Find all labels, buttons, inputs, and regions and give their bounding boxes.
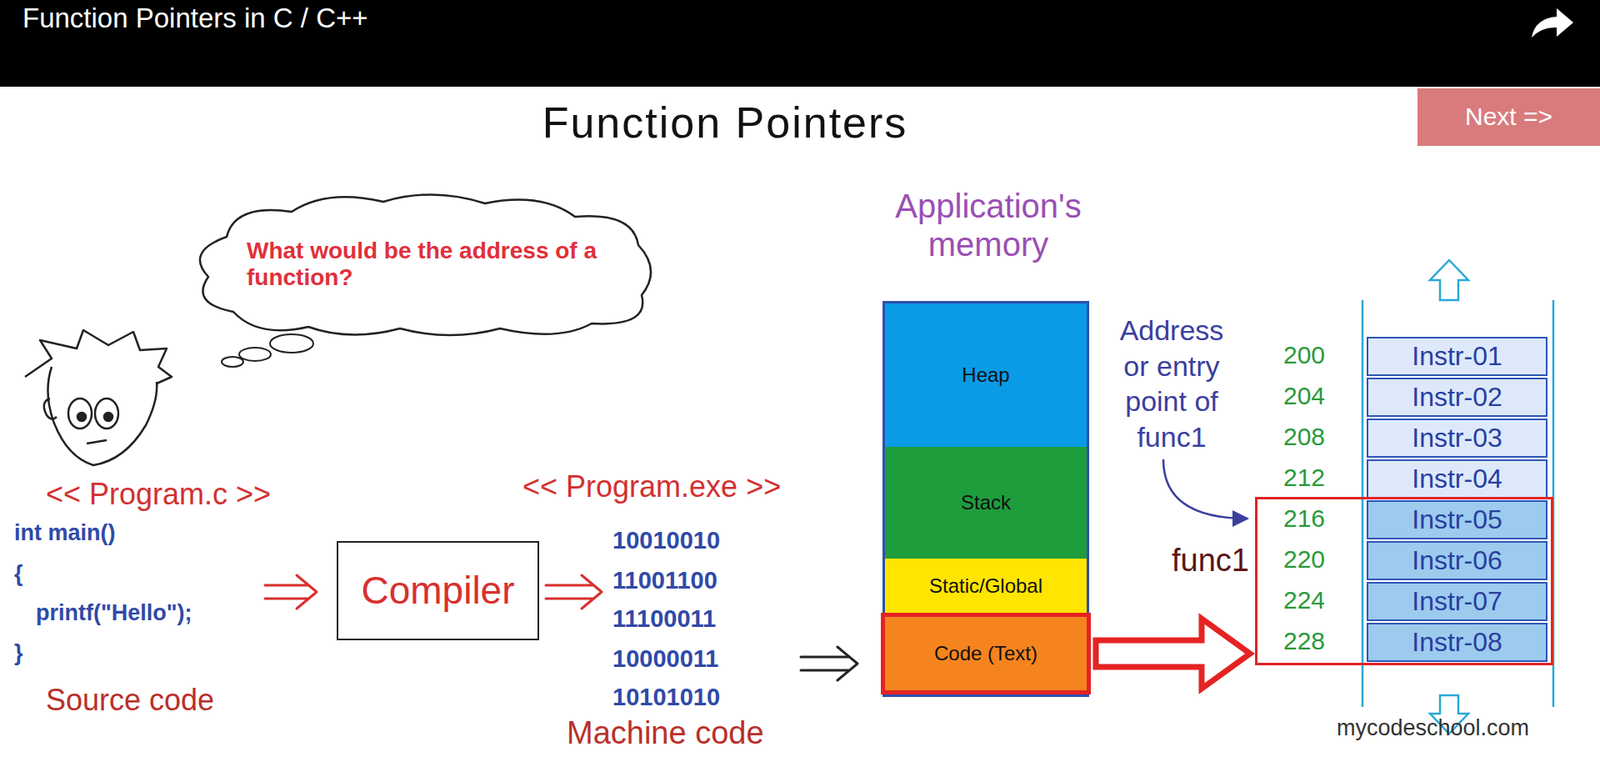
instruction-cell: Instr-02	[1366, 377, 1548, 417]
source-code-line: printf("Hello");	[35, 600, 193, 626]
character-face	[25, 330, 172, 465]
watermark: mycodeschool.com	[1336, 715, 1530, 741]
instruction-cell: Instr-08	[1366, 622, 1548, 662]
flow-arrow	[800, 646, 858, 680]
thought-bubble	[239, 347, 271, 361]
memory-address: 212	[1283, 463, 1325, 493]
node-label: Next =>	[1465, 102, 1553, 132]
machine-code-line: 10000011	[612, 645, 719, 673]
instruction-cell: Instr-01	[1366, 336, 1548, 376]
machine-code-line: 10010010	[612, 526, 720, 555]
memory-segment: Static/Global	[885, 558, 1087, 613]
memory-address: 200	[1283, 340, 1325, 370]
node-heading: Application's memory	[838, 186, 1139, 264]
node-label: Code (Text)	[934, 641, 1038, 665]
node-label: Instr-03	[1411, 422, 1502, 454]
source-code-line: }	[14, 640, 24, 666]
instruction-cell: Instr-06	[1366, 540, 1548, 580]
node-label: Instr-08	[1411, 626, 1502, 658]
memory-address: 224	[1283, 585, 1325, 615]
cloud-outline	[200, 194, 651, 335]
annotation: Address or entry point of func1	[1105, 312, 1239, 455]
file-name: << Program.exe >>	[522, 469, 781, 504]
instruction-cell: Instr-04	[1366, 459, 1548, 499]
share-icon	[1531, 8, 1574, 38]
node-label: Instr-06	[1411, 545, 1502, 576]
machine-code-line: 10101010	[612, 683, 720, 711]
memory-address: 204	[1283, 381, 1325, 411]
node-label: Instr-01	[1411, 340, 1502, 372]
diagram-title: Function Pointers	[0, 98, 1450, 149]
node-label: Static/Global	[929, 574, 1043, 598]
video-title: Function Pointers in C / C++	[22, 2, 369, 35]
source-code-line: {	[14, 560, 24, 587]
section-caption: Machine code	[566, 715, 765, 752]
compiler-box: Compiler	[336, 540, 540, 640]
thought-bubble	[270, 334, 314, 353]
node-label: Stack	[960, 490, 1011, 515]
instruction-cell: Instr-07	[1366, 581, 1548, 621]
node-label: Compiler	[360, 568, 515, 613]
instruction-cell: Instr-05	[1366, 500, 1548, 540]
memory-layout: Application's memoryHeapStackStatic/Glob…	[882, 300, 1090, 697]
node-label: What would be the address of a function?	[246, 237, 614, 291]
next-button: Next =>	[1417, 88, 1600, 146]
thought-cloud: What would be the address of a function?	[183, 186, 664, 342]
thought-bubble	[221, 356, 244, 367]
memory-address: 228	[1283, 626, 1325, 656]
node-heading: func1	[1140, 542, 1250, 580]
memory-address: 216	[1283, 504, 1325, 534]
node-label: Heap	[961, 363, 1010, 387]
node-label: Instr-05	[1411, 504, 1502, 535]
node-label: Instr-04	[1411, 463, 1502, 495]
machine-code-line: 11001100	[612, 566, 718, 595]
node-label: Instr-07	[1411, 585, 1502, 617]
leader-arrow	[1163, 459, 1248, 519]
machine-code-line: 11100011	[612, 605, 716, 633]
instruction-cell: Instr-03	[1366, 418, 1548, 458]
memory-address: 220	[1283, 545, 1325, 575]
section-caption: Source code	[45, 682, 215, 717]
source-code-line: int main()	[14, 520, 116, 546]
memory-segment: Heap	[885, 303, 1087, 447]
memory-segment: Stack	[885, 446, 1087, 559]
code-segment: Code (Text)	[880, 612, 1091, 695]
memory-address: 208	[1283, 422, 1325, 452]
file-name: << Program.c >>	[45, 476, 271, 511]
node-label: Instr-02	[1411, 381, 1502, 413]
block-arrow	[1095, 618, 1250, 689]
